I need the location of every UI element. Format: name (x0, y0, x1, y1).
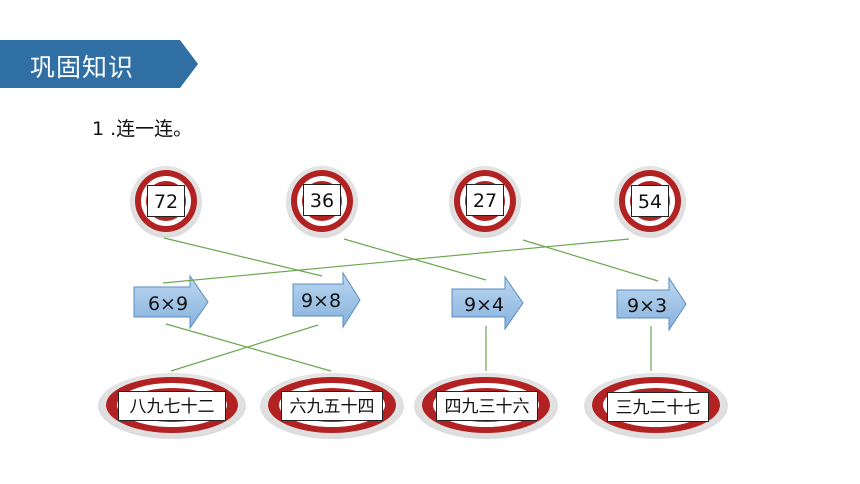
section-title: 巩固知识 (30, 53, 135, 82)
expression-label: 6×9 (147, 293, 189, 315)
expression-label: 9×3 (626, 295, 668, 317)
phrase-box: 四九三十六 (436, 391, 538, 421)
line-72-to-9x8 (163, 237, 323, 277)
phrase-box: 三九二十七 (607, 392, 709, 422)
line-6x9-to-phrase-2 (165, 323, 332, 372)
expression-arrow-9x8 (292, 271, 361, 329)
expression-arrow-6x9 (133, 274, 209, 330)
number-box: 54 (631, 185, 669, 217)
number-box: 72 (147, 185, 185, 217)
expression-arrow-9x4 (451, 275, 524, 331)
expression-arrow-9x3 (616, 276, 687, 332)
number-box: 36 (303, 184, 341, 216)
phrase-box: 八九七十二 (118, 391, 226, 421)
expression-label: 9×8 (300, 290, 342, 312)
expression-label: 9×4 (463, 294, 505, 316)
question-text: 1 .连一连。 (92, 118, 193, 140)
section-banner: 巩固知识 (0, 40, 198, 88)
line-27-to-9x3 (522, 239, 659, 282)
banner-shape (0, 40, 198, 88)
line-9x8-to-phrase-1 (170, 324, 319, 372)
connector-lines (162, 237, 659, 372)
number-box: 27 (466, 184, 504, 216)
line-54-to-6x9 (162, 238, 630, 284)
phrase-box: 六九五十四 (281, 391, 383, 421)
